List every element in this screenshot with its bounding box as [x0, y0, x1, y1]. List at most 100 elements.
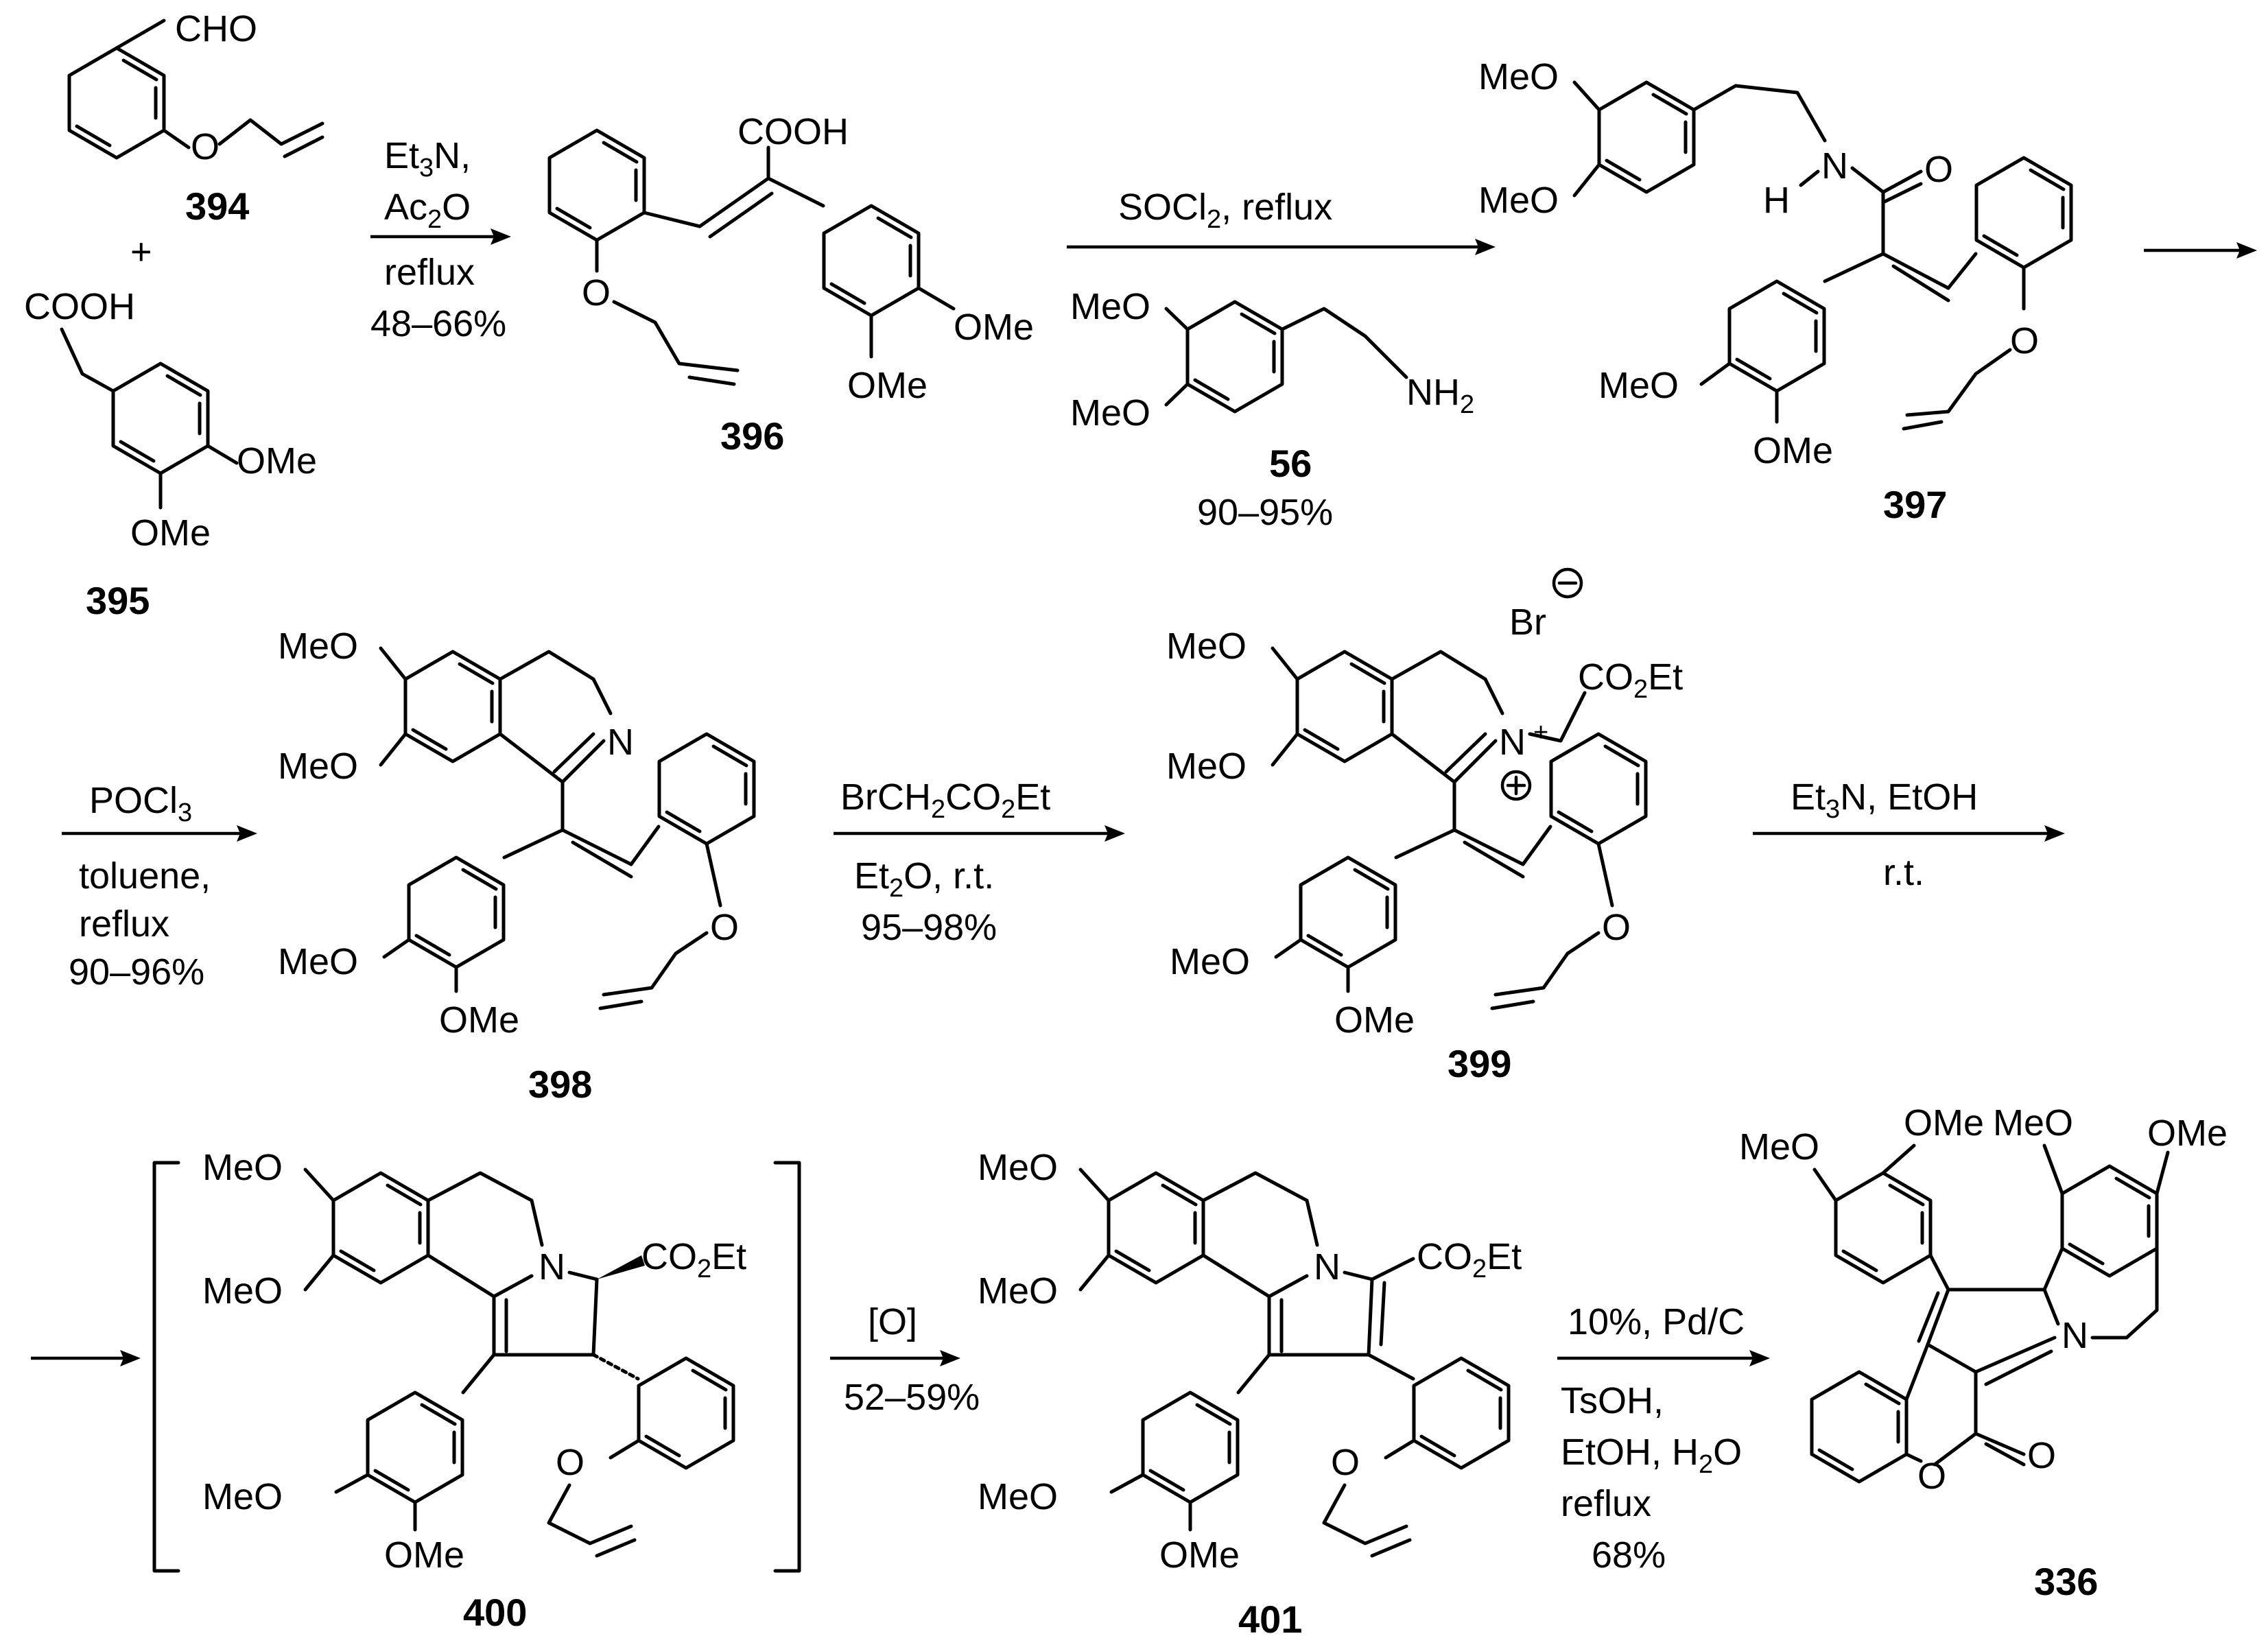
meo-label: MeO [1166, 746, 1247, 787]
compound-401: MeO MeO N CO2Et O MeO OMe 401 [978, 1147, 1522, 1641]
compound-id-398: 398 [528, 1063, 592, 1106]
ome-label: OMe [130, 512, 211, 554]
meo-label: MeO [278, 746, 358, 787]
compound-id-396: 396 [720, 414, 784, 458]
oxygen-label: O [1331, 1442, 1360, 1483]
compound-id-336: 336 [2034, 1560, 2098, 1603]
positive-charge-icon [1500, 770, 1532, 801]
nitrogen-label: N [1499, 722, 1526, 763]
plus-sign: + [130, 231, 152, 272]
compound-395: COOH OMe OMe 395 [24, 286, 317, 622]
compound-id-401: 401 [1238, 1598, 1302, 1641]
svg-text:reflux: reflux [384, 252, 475, 293]
compound-id-399: 399 [1448, 1042, 1511, 1085]
svg-text:toluene,: toluene, [79, 855, 211, 897]
svg-text:52–59%: 52–59% [844, 1377, 980, 1418]
ome-label: OMe [847, 365, 928, 406]
meo-label: MeO [278, 626, 358, 667]
compound-398: MeO MeO N O MeO OMe 398 [278, 626, 754, 1106]
meo-label: MeO [978, 1476, 1058, 1517]
oxygen-label: O [1602, 907, 1631, 948]
nitrogen-label: N [1821, 145, 1848, 187]
meo-label: MeO [1070, 392, 1150, 434]
compound-id-397: 397 [1883, 483, 1947, 526]
svg-text:r.t.: r.t. [1883, 852, 1924, 893]
meo-label: MeO [978, 1270, 1058, 1312]
cho-label: CHO [175, 8, 257, 49]
reaction-arrow-6: Et3N, EtOH r.t. [1753, 777, 2065, 893]
reaction-arrow-8: [O] 52–59% [830, 1301, 980, 1418]
reaction-arrow-7 [31, 1350, 141, 1366]
bromide-label: Br [1509, 602, 1546, 643]
ome-label: OMe [439, 999, 519, 1041]
ome-label: OMe [384, 1535, 464, 1576]
svg-text:90–95%: 90–95% [1197, 492, 1333, 533]
plus-charge: + [1533, 718, 1548, 747]
compound-396: COOH OMe OMe O 396 [550, 111, 1034, 458]
svg-text:POCl3: POCl3 [89, 780, 192, 827]
ome-label: OMe [1159, 1535, 1240, 1576]
hydrogen-label: H [1763, 180, 1790, 221]
ome-label: OMe [954, 307, 1034, 348]
svg-text:48–66%: 48–66% [370, 303, 506, 344]
svg-text:10%, Pd/C: 10%, Pd/C [1568, 1301, 1745, 1342]
nitrogen-label: N [1314, 1246, 1340, 1288]
cooh-label: COOH [24, 286, 135, 327]
compound-336: MeO OMe MeO OMe N O O 336 [1739, 1102, 2228, 1603]
oxygen-label: O [582, 272, 611, 313]
cooh-label: COOH [737, 111, 849, 152]
compound-397: MeO MeO N H O O MeO OMe 397 [1478, 56, 2071, 526]
compound-399: MeO MeO N + Br CO2Et O MeO OMe 399 [1166, 567, 1683, 1085]
meo-label: MeO [1166, 626, 1247, 667]
svg-text:EtOH, H2O: EtOH, H2O [1561, 1432, 1742, 1479]
meo-label: MeO [1170, 941, 1250, 982]
svg-text:BrCH2CO2Et: BrCH2CO2Et [840, 777, 1050, 824]
nitrogen-label: N [607, 722, 634, 763]
compound-id-395: 395 [86, 579, 150, 622]
negative-charge-icon [1552, 567, 1583, 599]
bracket-right [773, 1161, 801, 1573]
meo-label: MeO [1478, 56, 1559, 97]
ome-label: OMe [1753, 430, 1833, 471]
meo-label: MeO [1598, 365, 1679, 406]
nitrogen-label: N [2062, 1315, 2088, 1356]
svg-text:reflux: reflux [79, 903, 169, 945]
compound-394: CHO O 394 [69, 8, 324, 228]
oxygen-label: O [1917, 1456, 1946, 1497]
meo-label: MeO [202, 1147, 283, 1188]
svg-text:reflux: reflux [1561, 1483, 1651, 1524]
svg-text:Et2O, r.t.: Et2O, r.t. [854, 855, 994, 903]
reaction-arrow-4: POCl3 toluene, reflux 90–96% [62, 780, 257, 993]
meo-label: MeO [1739, 1126, 1819, 1168]
oxygen-label: O [1924, 149, 1953, 190]
svg-text:Et3N, EtOH: Et3N, EtOH [1791, 777, 1978, 824]
co2et-label: CO2Et [1578, 656, 1683, 704]
co2et-label: CO2Et [641, 1236, 746, 1283]
co2et-label: CO2Et [1417, 1236, 1522, 1283]
ome-label: OMe [2147, 1113, 2228, 1154]
meo-label: MeO [202, 1270, 283, 1312]
meo-label: MeO [1993, 1102, 2073, 1144]
ome-label: OMe [1334, 999, 1415, 1041]
svg-text:68%: 68% [1592, 1535, 1666, 1576]
nh2-label: NH2 [1406, 372, 1474, 419]
svg-text:Et3N,: Et3N, [384, 135, 471, 182]
svg-text:[O]: [O] [868, 1301, 917, 1342]
meo-label: MeO [278, 941, 358, 982]
ome-label: OMe [237, 440, 317, 482]
compound-id-400: 400 [463, 1591, 527, 1634]
wedge-bond [597, 1255, 645, 1279]
compound-400: MeO MeO N CO2Et O MeO OMe 400 [202, 1147, 746, 1634]
oxygen-label: O [2027, 1435, 2056, 1476]
compound-id-56: 56 [1269, 442, 1312, 485]
svg-text:TsOH,: TsOH, [1561, 1380, 1664, 1421]
oxygen-label: O [710, 907, 739, 948]
meo-label: MeO [978, 1147, 1058, 1188]
meo-label: MeO [1478, 180, 1559, 221]
svg-text:Ac2O: Ac2O [384, 187, 471, 234]
oxygen-label: O [2010, 320, 2039, 362]
oxygen-label: O [556, 1442, 584, 1483]
compound-id-394: 394 [185, 185, 249, 228]
reaction-arrow-3 [2144, 242, 2257, 259]
